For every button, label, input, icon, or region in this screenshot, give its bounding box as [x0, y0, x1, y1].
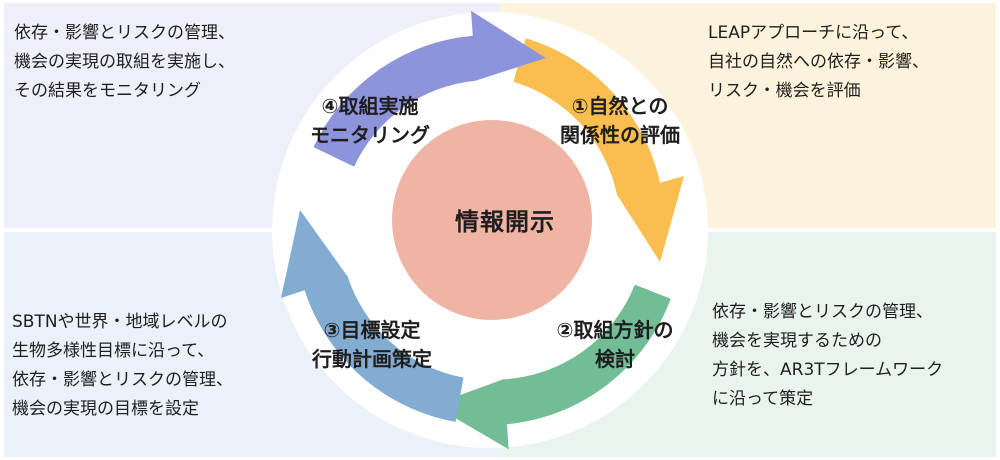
- step-4-line2: モニタリング: [310, 123, 430, 147]
- arrow-step-4: [313, 10, 546, 167]
- step-3-line2: 行動計画策定: [312, 347, 432, 371]
- description-step-4: 依存・影響とリスクの管理、 機会の実現の取組を実施し、 その結果をモニタリング: [14, 19, 235, 106]
- arrow-step-3: [281, 210, 464, 422]
- description-line: 生物多様性目標に沿って、: [12, 341, 215, 361]
- step-4-line1: ④取組実施: [321, 94, 419, 118]
- step-4-label: ④取組実施 モニタリング: [270, 92, 470, 150]
- description-line: 自社の自然への依存・影響、: [708, 52, 929, 72]
- description-line: リスク・機会を評価: [708, 81, 861, 101]
- step-3-line1: ③目標設定: [323, 318, 421, 342]
- description-line: SBTNや世界・地域レベルの: [12, 312, 228, 332]
- step-2-line1: ②取組方針の: [556, 318, 674, 342]
- arrow-step-1: [513, 38, 684, 263]
- description-step-2: 依存・影響とリスクの管理、 機会を実現するための 方針を、AR3Tフレームワーク…: [712, 298, 943, 414]
- center-label: 情報開示: [455, 208, 555, 236]
- description-line: 機会の実現の取組を実施し、: [14, 52, 235, 72]
- description-line: その結果をモニタリング: [14, 81, 201, 101]
- description-line: 機会の実現の目標を設定: [12, 399, 199, 419]
- step-1-line2: 関係性の評価: [560, 123, 680, 147]
- step-2-line2: 検討: [595, 347, 635, 371]
- step-2-label: ②取組方針の 検討: [515, 316, 715, 374]
- description-line: 依存・影響とリスクの管理、: [12, 370, 233, 390]
- step-1-line1: ①自然との: [571, 94, 669, 118]
- description-line: に沿って策定: [712, 389, 814, 409]
- step-1-label: ①自然との 関係性の評価: [520, 92, 720, 150]
- description-step-1: LEAPアプローチに沿って、 自社の自然への依存・影響、 リスク・機会を評価: [708, 19, 929, 106]
- description-line: 依存・影響とリスクの管理、: [712, 302, 933, 322]
- description-step-3: SBTNや世界・地域レベルの 生物多様性目標に沿って、 依存・影響とリスクの管理…: [12, 308, 233, 424]
- arrow-step-2: [433, 284, 671, 450]
- center-circle: [392, 120, 592, 320]
- description-line: 依存・影響とリスクの管理、: [14, 23, 235, 43]
- description-line: 方針を、AR3Tフレームワーク: [712, 360, 944, 380]
- description-line: 機会を実現するための: [712, 331, 882, 351]
- step-3-label: ③目標設定 行動計画策定: [272, 316, 472, 374]
- description-line: LEAPアプローチに沿って、: [708, 23, 919, 43]
